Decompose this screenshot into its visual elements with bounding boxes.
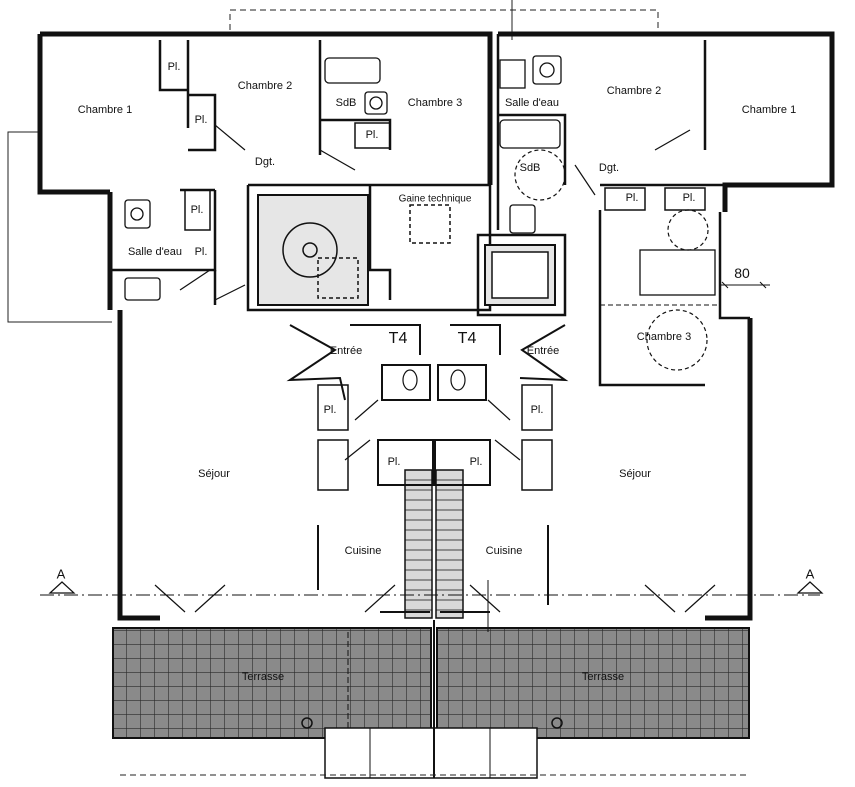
stair-shaft bbox=[257, 194, 369, 306]
closet-label: Pl. bbox=[530, 404, 544, 416]
closet-label: Pl. bbox=[682, 192, 696, 204]
central-strips bbox=[404, 469, 464, 619]
closet-label: Pl. bbox=[194, 114, 208, 126]
right-interior-walls bbox=[476, 34, 750, 387]
exterior-walls bbox=[37, 31, 835, 621]
label-chambre2-right: Chambre 2 bbox=[606, 85, 662, 97]
label-dgt-left: Dgt. bbox=[254, 156, 276, 168]
label-sejour-right: Séjour bbox=[619, 468, 651, 480]
label-dgt-right: Dgt. bbox=[598, 162, 620, 174]
label-chambre3-right: Chambre 3 bbox=[636, 331, 692, 343]
label-entree-left: Entrée bbox=[329, 345, 363, 357]
label-sdb-right: SdB bbox=[519, 162, 541, 174]
label-sejour-left: Séjour bbox=[198, 468, 230, 480]
closet-label: Pl. bbox=[323, 404, 337, 416]
closet-label: Pl. bbox=[194, 246, 208, 258]
label-salle-eau-left: Salle d'eau bbox=[127, 246, 183, 258]
closet-label: Pl. bbox=[469, 456, 483, 468]
label-gaine-technique: Gaine technique bbox=[398, 193, 472, 205]
entry-walls bbox=[286, 324, 569, 401]
drain-right bbox=[551, 717, 563, 729]
label-chambre3-left: Chambre 3 bbox=[407, 97, 463, 109]
terrace-left bbox=[112, 627, 432, 739]
label-chambre2-left: Chambre 2 bbox=[237, 80, 293, 92]
label-cuisine-left: Cuisine bbox=[344, 545, 382, 557]
label-type-right: T4 bbox=[457, 330, 477, 347]
section-mark-left: A bbox=[56, 566, 66, 582]
label-cuisine-right: Cuisine bbox=[485, 545, 523, 557]
closet-label: Pl. bbox=[625, 192, 639, 204]
left-interior-walls bbox=[108, 40, 492, 312]
closet-label: Pl. bbox=[167, 61, 181, 73]
drain-left bbox=[301, 717, 313, 729]
door-swings bbox=[154, 124, 716, 613]
terrace-right bbox=[436, 627, 750, 739]
label-entree-right: Entrée bbox=[526, 345, 560, 357]
closet-label: Pl. bbox=[190, 204, 204, 216]
fixtures bbox=[124, 55, 716, 301]
label-type-left: T4 bbox=[388, 330, 408, 347]
label-sdb-left: SdB bbox=[335, 97, 357, 109]
dimension-80 bbox=[720, 281, 770, 289]
dimension-label: 80 bbox=[734, 265, 750, 281]
wc-blocks bbox=[377, 364, 491, 486]
top-outline bbox=[229, 9, 659, 30]
label-terrasse-right: Terrasse bbox=[581, 671, 625, 683]
section-mark-right: A bbox=[805, 566, 815, 582]
label-chambre1-left: Chambre 1 bbox=[77, 104, 133, 116]
section-line bbox=[40, 581, 824, 596]
label-chambre1-right: Chambre 1 bbox=[741, 104, 797, 116]
closets bbox=[184, 122, 706, 491]
closet-label: Pl. bbox=[387, 456, 401, 468]
label-terrasse-left: Terrasse bbox=[241, 671, 285, 683]
label-salle-eau-right: Salle d'eau bbox=[504, 97, 560, 109]
closet-label: Pl. bbox=[365, 129, 379, 141]
